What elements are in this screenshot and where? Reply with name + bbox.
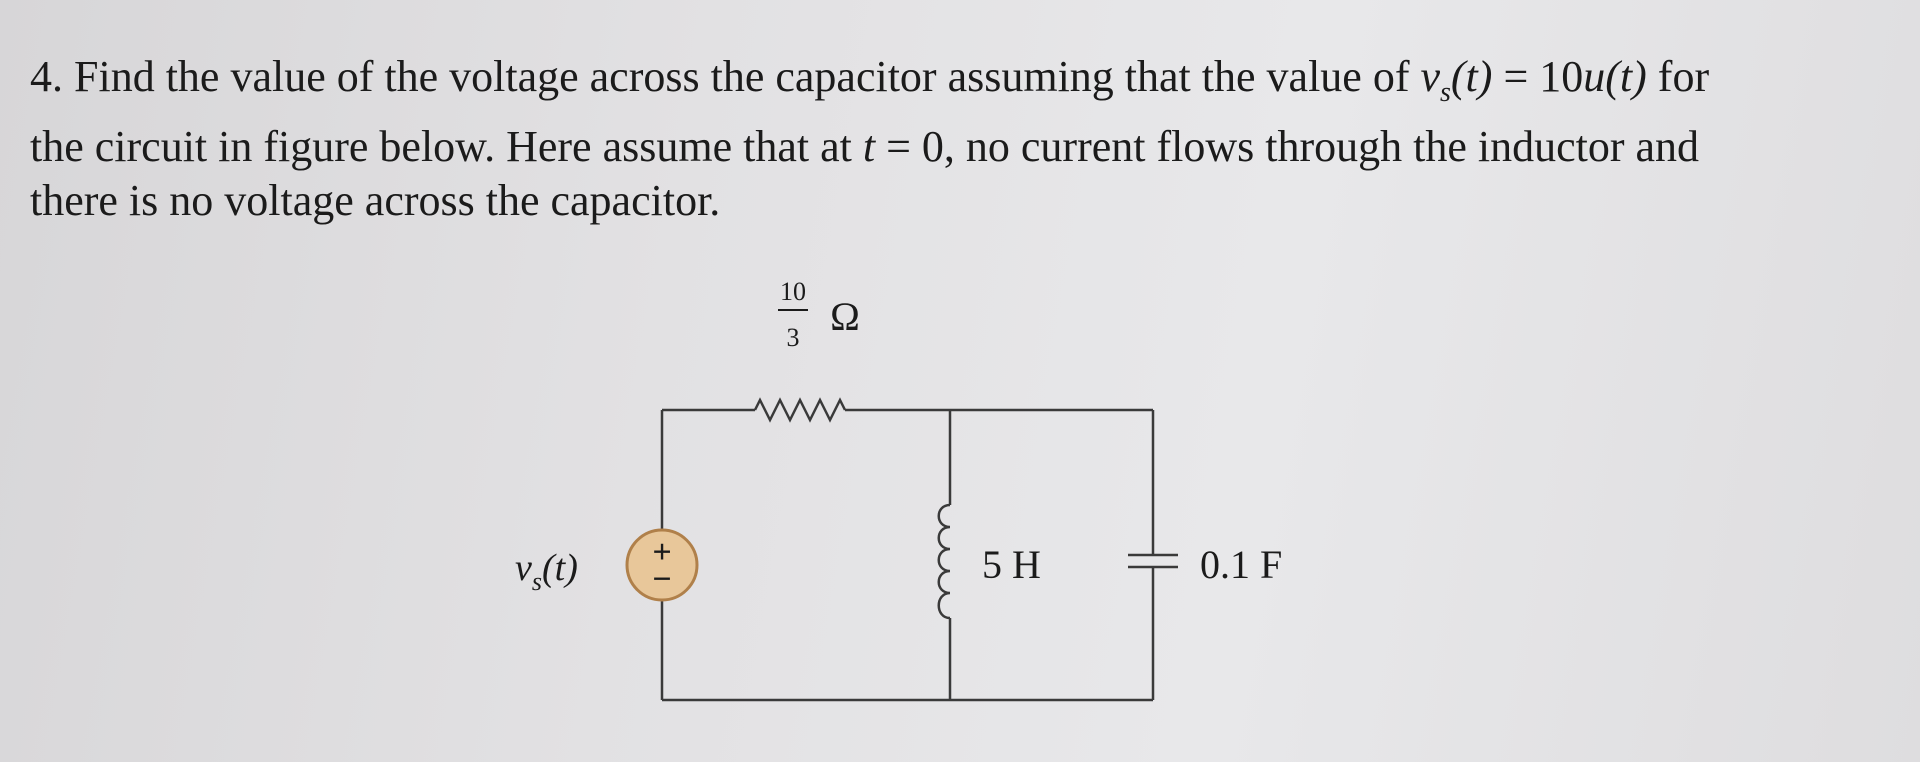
problem-line-1: 4. Find the value of the voltage across … [30,52,1710,108]
source-minus-sign: − [652,561,671,598]
source-label: vs(t) [515,547,578,596]
inductor-label: 5 H [982,542,1041,587]
problem-line-3: there is no voltage across the capacitor… [30,175,721,225]
resistor-unit: Ω [830,294,860,339]
voltage-source-symbol: + − [625,528,699,602]
inductor-symbol [937,503,951,620]
resistor-symbol [753,397,847,423]
resistor-value-denominator: 3 [787,323,800,352]
source-plus-sign: + [652,534,671,571]
problem-statement: 4. Find the value of the voltage across … [30,50,1890,228]
problem-number: 4. [30,52,63,101]
capacitor-label: 0.1 F [1200,542,1282,587]
capacitor-symbol [1128,553,1178,569]
resistor-value-numerator: 10 [780,277,806,306]
problem-line-2: the circuit in figure below. Here assume… [30,121,1700,171]
